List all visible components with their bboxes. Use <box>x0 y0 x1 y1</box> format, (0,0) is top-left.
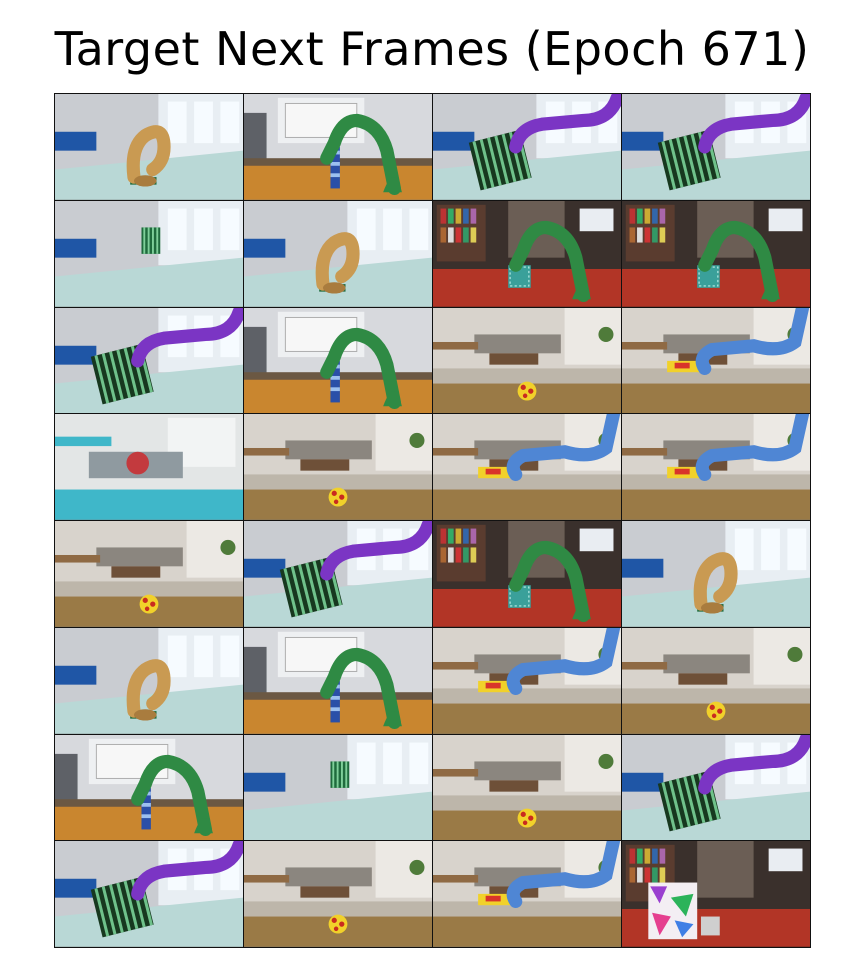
frame-image <box>622 307 810 414</box>
frame-thumbnail <box>433 94 621 200</box>
frame-thumbnail <box>433 734 621 841</box>
frame-image <box>244 200 432 307</box>
frame-image <box>244 734 432 841</box>
frame-image <box>622 94 810 200</box>
frame-thumbnail <box>433 627 621 734</box>
frame-thumbnail <box>55 627 243 734</box>
frame-thumbnail <box>244 414 432 520</box>
frame-image <box>55 734 243 841</box>
frame-thumbnail <box>433 307 621 414</box>
frame-thumbnail <box>55 94 243 200</box>
frame-image <box>433 200 621 307</box>
frame-image <box>622 414 810 520</box>
frame-image <box>244 414 432 520</box>
frame-image <box>433 627 621 734</box>
frame-thumbnail <box>244 521 432 627</box>
frame-thumbnail <box>55 841 243 947</box>
frame-thumbnail <box>244 841 432 947</box>
frame-image <box>244 841 432 947</box>
frame-image <box>433 94 621 200</box>
frame-thumbnail <box>622 734 810 841</box>
frame-image <box>55 94 243 200</box>
frame-image <box>55 414 243 520</box>
frame-thumbnail <box>622 200 810 307</box>
frame-image <box>433 841 621 947</box>
frame-image <box>622 841 810 947</box>
frame-thumbnail <box>55 734 243 841</box>
frame-thumbnail <box>433 414 621 520</box>
frame-thumbnail <box>433 200 621 307</box>
frame-thumbnail <box>622 307 810 414</box>
frame-image <box>244 627 432 734</box>
frame-thumbnail <box>622 94 810 200</box>
frame-thumbnail <box>433 521 621 627</box>
frame-thumbnail <box>622 627 810 734</box>
frame-image <box>55 841 243 947</box>
frame-thumbnail <box>244 200 432 307</box>
frame-thumbnail <box>622 841 810 947</box>
frame-grid <box>54 93 811 948</box>
frame-image <box>433 734 621 841</box>
frame-image <box>244 521 432 627</box>
frame-image <box>433 414 621 520</box>
frame-thumbnail <box>433 841 621 947</box>
frame-image <box>622 627 810 734</box>
frame-thumbnail <box>55 307 243 414</box>
frame-thumbnail <box>55 521 243 627</box>
frame-thumbnail <box>55 200 243 307</box>
frame-image <box>622 200 810 307</box>
frame-image <box>244 94 432 200</box>
frame-image <box>433 307 621 414</box>
frame-image <box>55 200 243 307</box>
frame-thumbnail <box>55 414 243 520</box>
frame-image <box>622 734 810 841</box>
frame-thumbnail <box>244 734 432 841</box>
frame-image <box>244 307 432 414</box>
frame-thumbnail <box>622 521 810 627</box>
frame-thumbnail <box>622 414 810 520</box>
frame-image <box>433 521 621 627</box>
frame-image <box>622 521 810 627</box>
frame-image <box>55 521 243 627</box>
frame-thumbnail <box>244 627 432 734</box>
frame-image <box>55 307 243 414</box>
frame-image <box>55 627 243 734</box>
frame-thumbnail <box>244 94 432 200</box>
figure-title: Target Next Frames (Epoch 671) <box>54 22 810 76</box>
frame-thumbnail <box>244 307 432 414</box>
